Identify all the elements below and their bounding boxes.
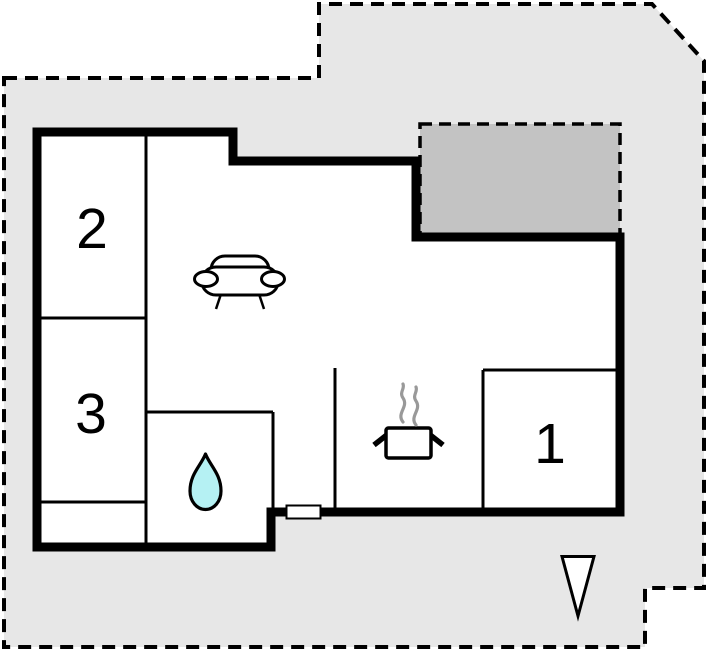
steam-icon — [399, 382, 407, 424]
building-outline — [32, 127, 625, 552]
sofa-armrest-left — [193, 270, 219, 288]
door-window-marker — [285, 504, 322, 520]
interior-walls — [37, 132, 620, 547]
room-label-2: 2 — [76, 197, 108, 261]
cooking-pot-icon — [372, 382, 445, 460]
sofa-icon — [193, 254, 286, 310]
steam-icon-2 — [412, 385, 420, 427]
room-label-3: 3 — [75, 382, 107, 446]
sofa-armrest-right — [260, 270, 286, 288]
entrance-arrow-icon — [560, 555, 596, 622]
room-label-1: 1 — [534, 412, 566, 476]
water-drop-icon — [188, 452, 223, 512]
terrace-area — [418, 122, 622, 242]
pot-body — [384, 426, 433, 460]
